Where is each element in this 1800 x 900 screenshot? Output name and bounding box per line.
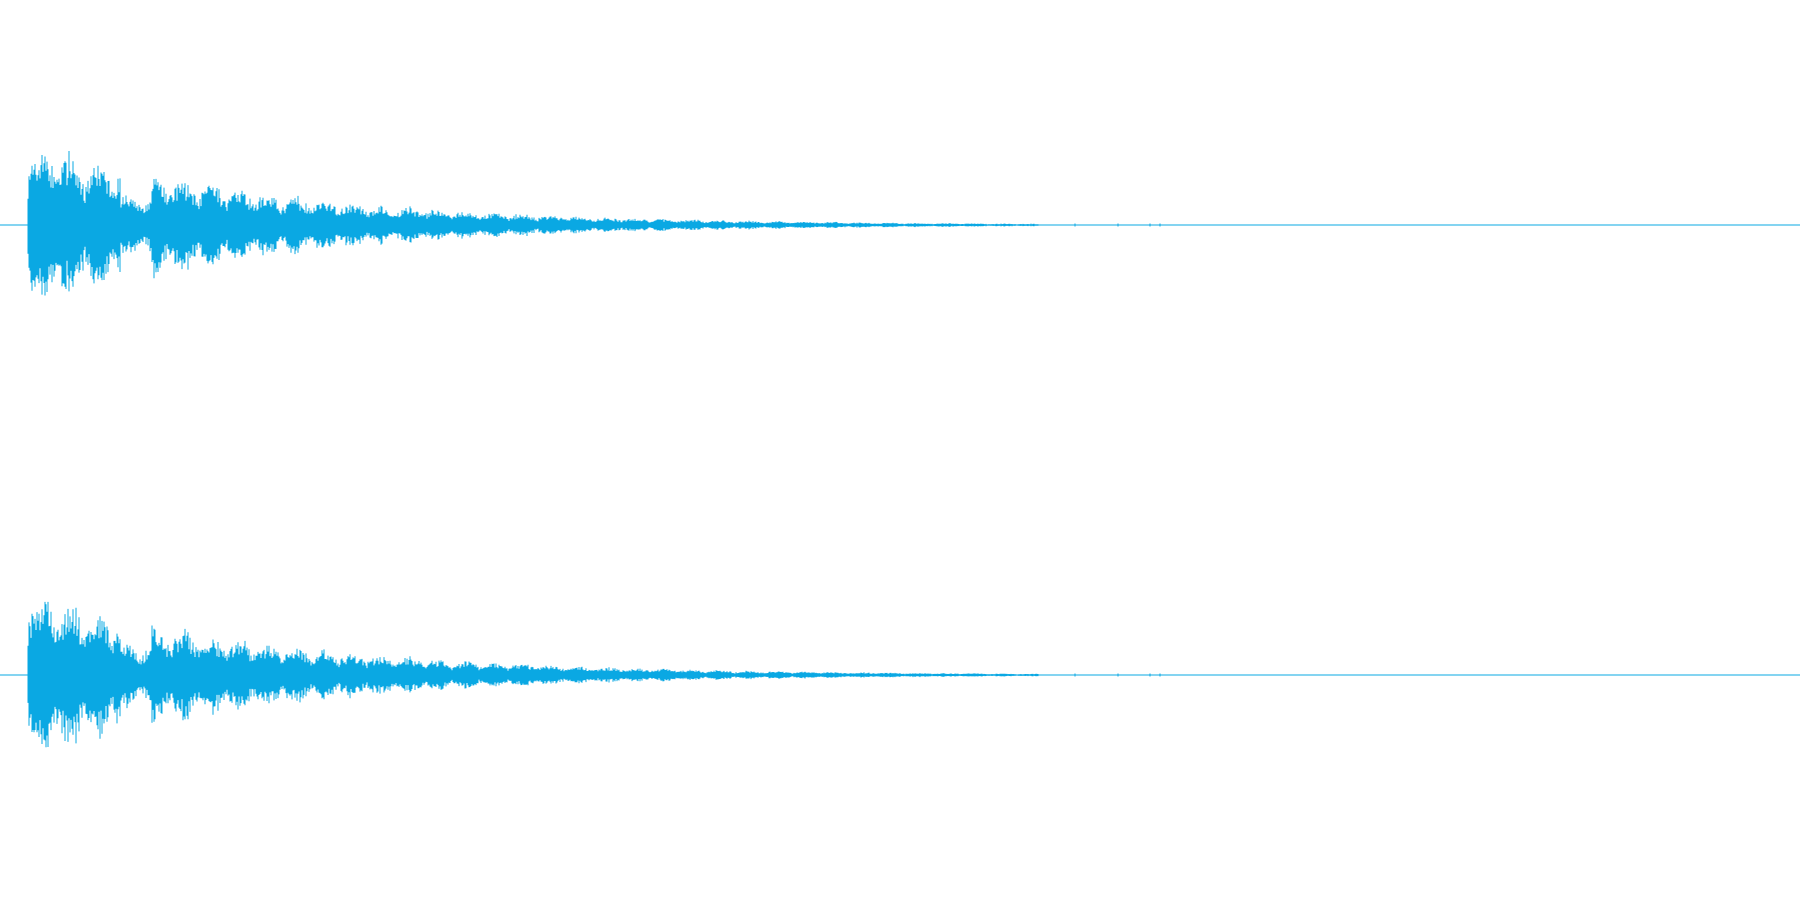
waveform-left-svg bbox=[0, 151, 1800, 296]
waveform-left-path bbox=[27, 151, 1161, 296]
waveform-channel-left[interactable] bbox=[0, 0, 1800, 450]
waveform-right-svg bbox=[0, 601, 1800, 748]
waveform-channel-right[interactable] bbox=[0, 450, 1800, 900]
waveform-right-path bbox=[27, 601, 1161, 748]
